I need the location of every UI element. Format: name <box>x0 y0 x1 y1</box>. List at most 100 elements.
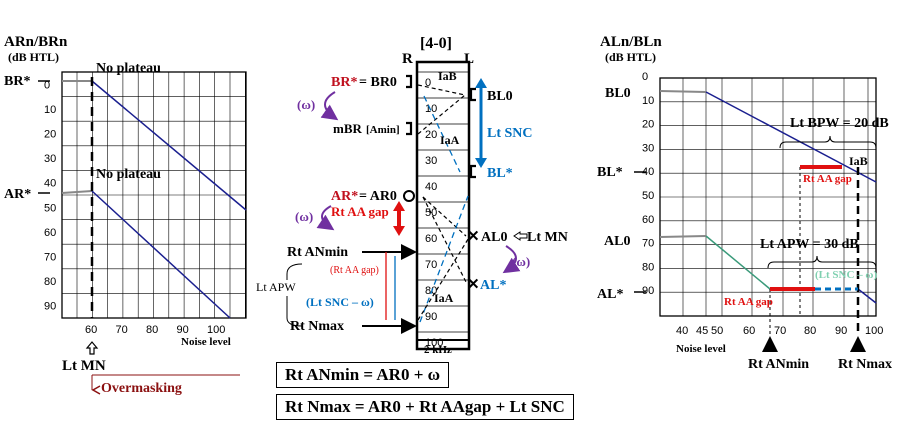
middle-lt-mn: Lt MN <box>527 230 568 245</box>
middle-br-star: BR* <box>331 75 357 90</box>
right-y-tick: 60 <box>642 214 654 226</box>
middle-scale-label: 90 <box>425 311 437 323</box>
middle-scale-label: 40 <box>425 181 437 193</box>
middle-rt-aa-gap: Rt AA gap <box>331 204 389 219</box>
iaa-line-top <box>423 95 461 173</box>
left-overmask-arrow-icon <box>91 385 101 395</box>
bl-star-bracket-icon <box>469 164 476 179</box>
right-bl-plateau <box>659 90 707 93</box>
left-y-tick: 30 <box>44 153 56 165</box>
middle-scale-label: 60 <box>425 233 437 245</box>
right-rt-anmin: Rt ANmin <box>748 357 809 372</box>
middle-scale-label: 10 <box>425 103 437 115</box>
right-bl-line <box>705 91 877 183</box>
left-grid <box>61 71 247 319</box>
middle-br0: = BR0 <box>359 75 397 90</box>
middle-omega2: (ω) <box>295 209 313 224</box>
left-ar-line <box>91 190 231 319</box>
right-y-tick: 40 <box>642 166 654 178</box>
middle-bl-star: BL* <box>487 166 513 181</box>
middle-lt-snc-paren: (Lt SNC – ω) <box>306 295 374 309</box>
middle-amin: [Amin] <box>366 124 400 136</box>
left-marker-ar: AR* <box>4 187 31 202</box>
right-al0: AL0 <box>604 234 630 249</box>
right-y-tick: 0 <box>642 71 648 83</box>
right-y-tick: 50 <box>642 190 654 202</box>
middle-scale-label: 100 <box>425 337 443 349</box>
middle-title: [4-0] <box>420 35 452 52</box>
right-x-tick: 100 <box>865 325 883 337</box>
middle-al0: AL0 <box>481 230 507 245</box>
right-bl0: BL0 <box>605 86 631 101</box>
left-x-tick: 100 <box>207 324 225 336</box>
right-al-star: AL* <box>597 287 623 302</box>
middle-scale-label: 70 <box>425 259 437 271</box>
right-y-tick: 30 <box>642 142 654 154</box>
left-y-tick: 90 <box>44 301 56 313</box>
left-unit: (dB HTL) <box>8 50 59 64</box>
right-x-tick: 50 <box>711 325 723 337</box>
right-y-tick: 20 <box>642 119 654 131</box>
middle-l: L <box>464 51 474 67</box>
omega3-arrow <box>502 245 521 274</box>
right-grid <box>659 77 877 317</box>
right-x-tick: 90 <box>835 325 847 337</box>
right-y-tick: 10 <box>642 95 654 107</box>
right-iab: IaB <box>849 154 868 168</box>
left-ar-plateau <box>61 190 93 194</box>
left-up-arrow-icon <box>85 341 99 355</box>
middle-omega3: (ω) <box>512 254 530 269</box>
right-lt-snc-omega: (Lt SNC – ω) <box>815 269 877 281</box>
left-y-tick: 10 <box>44 104 56 116</box>
left-marker-br: BR* <box>4 74 30 89</box>
left-y-tick: 20 <box>44 129 56 141</box>
omega2-arrow <box>316 205 335 231</box>
left-no-plateau-1: No plateau <box>96 61 161 76</box>
iab-line <box>417 84 466 96</box>
middle-lt-snc: Lt SNC <box>487 126 533 141</box>
right-unit: (dB HTL) <box>605 50 656 64</box>
middle-rt-aa-gap-paren: (Rt AA gap) <box>330 265 379 276</box>
right-x-tick: 45 <box>696 325 708 337</box>
right-xlabel: Noise level <box>676 343 726 355</box>
right-rt-nmax: Rt Nmax <box>838 357 892 372</box>
left-overmasking: Overmasking <box>101 381 182 396</box>
right-y-tick: 90 <box>642 285 654 297</box>
middle-mbr: mBR <box>333 121 363 136</box>
middle-iab-top: IaB <box>438 69 457 83</box>
left-x-tick: 80 <box>146 324 158 336</box>
al-star-x-icon: ✕ <box>467 277 480 293</box>
right-rt-aa-gap-upper: Rt AA gap <box>803 173 852 185</box>
right-x-tick: 70 <box>774 325 786 337</box>
left-x-tick: 90 <box>177 324 189 336</box>
right-x-tick: 60 <box>743 325 755 337</box>
left-title: ARn/BRn <box>4 34 68 50</box>
left-y-tick: 60 <box>44 227 56 239</box>
middle-scale-label: 30 <box>425 155 437 167</box>
left-y-tick: 70 <box>44 252 56 264</box>
middle-r: R <box>402 51 413 67</box>
left-y-tick: 40 <box>44 178 56 190</box>
middle-audiogram-column <box>415 60 471 351</box>
left-br-line <box>91 80 247 211</box>
bl0-bracket-icon <box>469 87 476 102</box>
left-x-tick: 60 <box>85 324 97 336</box>
left-y-tick: 50 <box>44 202 56 214</box>
right-lt-bpw: Lt BPW = 20 dB <box>790 116 889 131</box>
middle-iaa-bot: IaA <box>434 291 454 305</box>
middle-omega1: (ω) <box>297 97 315 112</box>
lt-mn-arrow-icon <box>513 231 528 241</box>
formula-box-nmax: Rt Nmax = AR0 + Rt AAgap + Lt SNC <box>276 394 574 420</box>
left-xlabel: Noise level <box>181 336 231 348</box>
right-y-tick: 70 <box>642 238 654 250</box>
middle-ar-star: AR* <box>331 189 358 204</box>
left-y-tick: 80 <box>44 276 56 288</box>
ar0-circle-icon <box>403 190 415 202</box>
